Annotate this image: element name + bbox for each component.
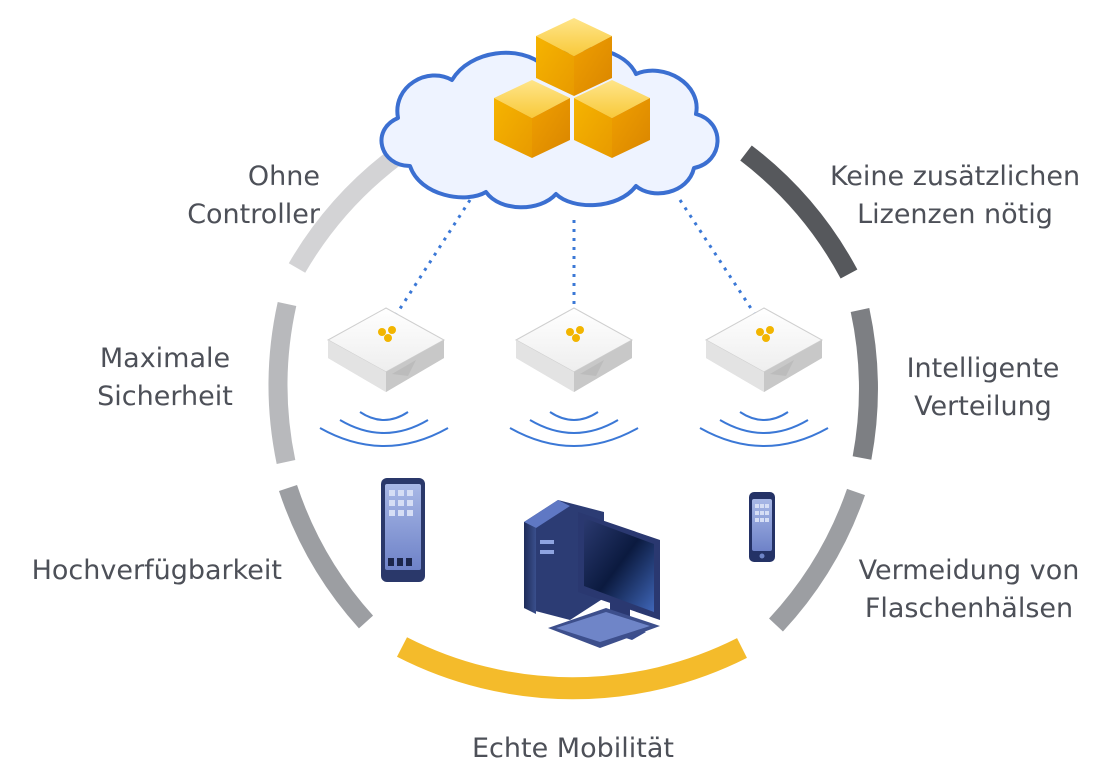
- hexagon-cubes-icon: [494, 18, 650, 158]
- access-point-right: [704, 307, 824, 392]
- label-vermeidung-flaschenhaelse: Vermeidung von Flaschenhälsen: [838, 552, 1100, 628]
- label-hoch: Hochverfügbarkeit: [31, 555, 282, 586]
- ring-segment-maximale: [268, 301, 297, 464]
- ring-segment-vermeidung: [769, 488, 865, 632]
- label-ohne-line2: Controller: [187, 199, 320, 230]
- network-links: [392, 199, 758, 319]
- tablet-icon: [381, 478, 425, 582]
- desktop-computer-icon: [524, 500, 660, 648]
- label-intel-line1: Intelligente: [906, 353, 1060, 384]
- ring-segment-keine: [740, 145, 858, 279]
- label-verm-line1: Vermeidung von: [858, 555, 1080, 586]
- label-verm-line2: Flaschenhälsen: [864, 593, 1074, 624]
- label-keine-line1: Keine zusätzlichen: [829, 161, 1081, 192]
- ring-segment-hoch: [278, 484, 374, 629]
- label-ohne-line1: Ohne: [247, 161, 320, 192]
- access-point-left: [326, 307, 446, 392]
- ring-segment-echte: [396, 637, 747, 700]
- wifi-signal-icon: [319, 411, 829, 447]
- label-max-line2: Sicherheit: [97, 381, 233, 412]
- label-echte-mobilitaet: Echte Mobilität: [400, 730, 746, 768]
- label-keine-line2: Lizenzen nötig: [857, 199, 1053, 230]
- label-echte: Echte Mobilität: [472, 733, 674, 764]
- link-left: [392, 199, 472, 319]
- ring-segment-intelligente: [850, 308, 878, 460]
- label-max-line1: Maximale: [99, 343, 231, 374]
- label-ohne-controller: Ohne Controller: [150, 158, 320, 234]
- link-right: [678, 199, 758, 317]
- label-maximale-sicherheit: Maximale Sicherheit: [70, 340, 260, 416]
- wireless-access-point-icon: [326, 307, 824, 392]
- label-intelligente-verteilung: Intelligente Verteilung: [888, 350, 1078, 426]
- label-hochverfuegbarkeit: Hochverfügbarkeit: [10, 552, 282, 590]
- access-point-center: [514, 307, 634, 392]
- ring-segment-ohne: [288, 147, 404, 273]
- ring: [268, 145, 878, 700]
- label-intel-line2: Verteilung: [914, 391, 1052, 422]
- label-keine-lizenzen: Keine zusätzlichen Lizenzen nötig: [800, 158, 1100, 234]
- smartphone-icon: [749, 492, 775, 562]
